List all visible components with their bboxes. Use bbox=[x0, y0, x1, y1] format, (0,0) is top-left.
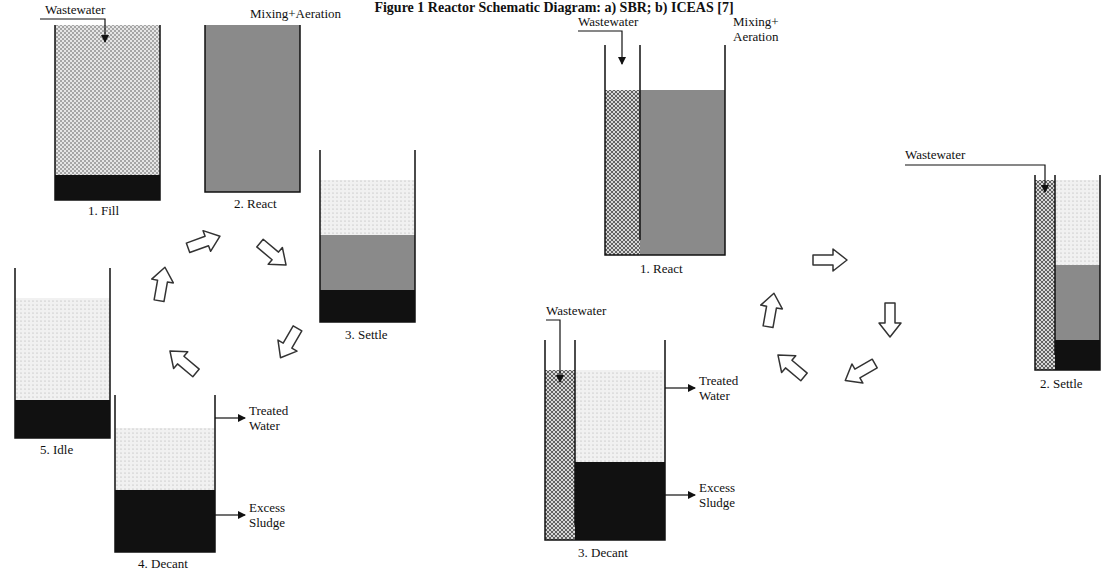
step-label: 4. Decant bbox=[138, 556, 188, 571]
cycle-arrow bbox=[757, 291, 811, 385]
flow-label: Excess Sludge bbox=[249, 500, 297, 530]
arrow-shape bbox=[757, 291, 785, 328]
reactor-tank: 3. Settle bbox=[320, 150, 415, 322]
step-label: 3. Settle bbox=[345, 327, 388, 342]
cycle-arrow bbox=[163, 343, 203, 382]
reactor-tank: 1. Fill bbox=[55, 25, 160, 200]
cycle-arrow bbox=[271, 323, 307, 363]
cycle-arrow bbox=[840, 303, 901, 390]
step-label: 5. Idle bbox=[40, 442, 73, 457]
tank-contents bbox=[15, 25, 1100, 552]
reactor-tank: 2. Settle bbox=[1035, 175, 1100, 370]
step-label: 1. React bbox=[640, 261, 683, 276]
flow-label: Wastewater bbox=[578, 14, 638, 29]
arrow-shape bbox=[771, 347, 811, 386]
flow-label: Treated Water bbox=[699, 373, 747, 403]
cycle-arrow bbox=[184, 226, 223, 258]
flow-lines bbox=[40, 19, 1045, 515]
step-label: 3. Decant bbox=[578, 545, 628, 560]
arrow-shape bbox=[271, 323, 307, 363]
reactor-tank: 5. Idle bbox=[15, 268, 110, 438]
reactor-tank: 2. React bbox=[205, 25, 300, 192]
cycle-arrow bbox=[253, 235, 293, 274]
flow-label: Wastewater bbox=[905, 147, 965, 162]
arrow-shape bbox=[184, 226, 223, 258]
flow-label: Wastewater bbox=[546, 303, 606, 318]
arrow-shape bbox=[163, 343, 203, 382]
arrow-shape bbox=[840, 354, 880, 390]
flow-label: Mixing+Aeration bbox=[250, 6, 341, 21]
flow-label: Wastewater bbox=[45, 2, 105, 17]
arrow-shape bbox=[813, 249, 847, 271]
arrow-shape bbox=[253, 235, 293, 274]
step-label: 2. React bbox=[234, 196, 277, 211]
flow-label: Excess Sludge bbox=[699, 480, 747, 510]
cycle-arrow bbox=[813, 249, 847, 271]
step-label: 2. Settle bbox=[1040, 376, 1083, 391]
reactor-tank: 1. React bbox=[605, 45, 725, 255]
cycle-arrow bbox=[148, 265, 176, 302]
flow-label: Mixing+ Aeration bbox=[733, 14, 793, 44]
arrow-shape bbox=[148, 265, 176, 302]
reactor-tank: 3. Decant bbox=[545, 340, 665, 540]
flow-label: Treated Water bbox=[249, 403, 297, 433]
step-label: 1. Fill bbox=[88, 203, 119, 218]
reactor-tank: 4. Decant bbox=[115, 395, 215, 552]
arrow-shape bbox=[879, 303, 901, 337]
tank-walls bbox=[15, 25, 1100, 552]
figure-title: Figure 1 Reactor Schematic Diagram: a) S… bbox=[0, 0, 1108, 16]
